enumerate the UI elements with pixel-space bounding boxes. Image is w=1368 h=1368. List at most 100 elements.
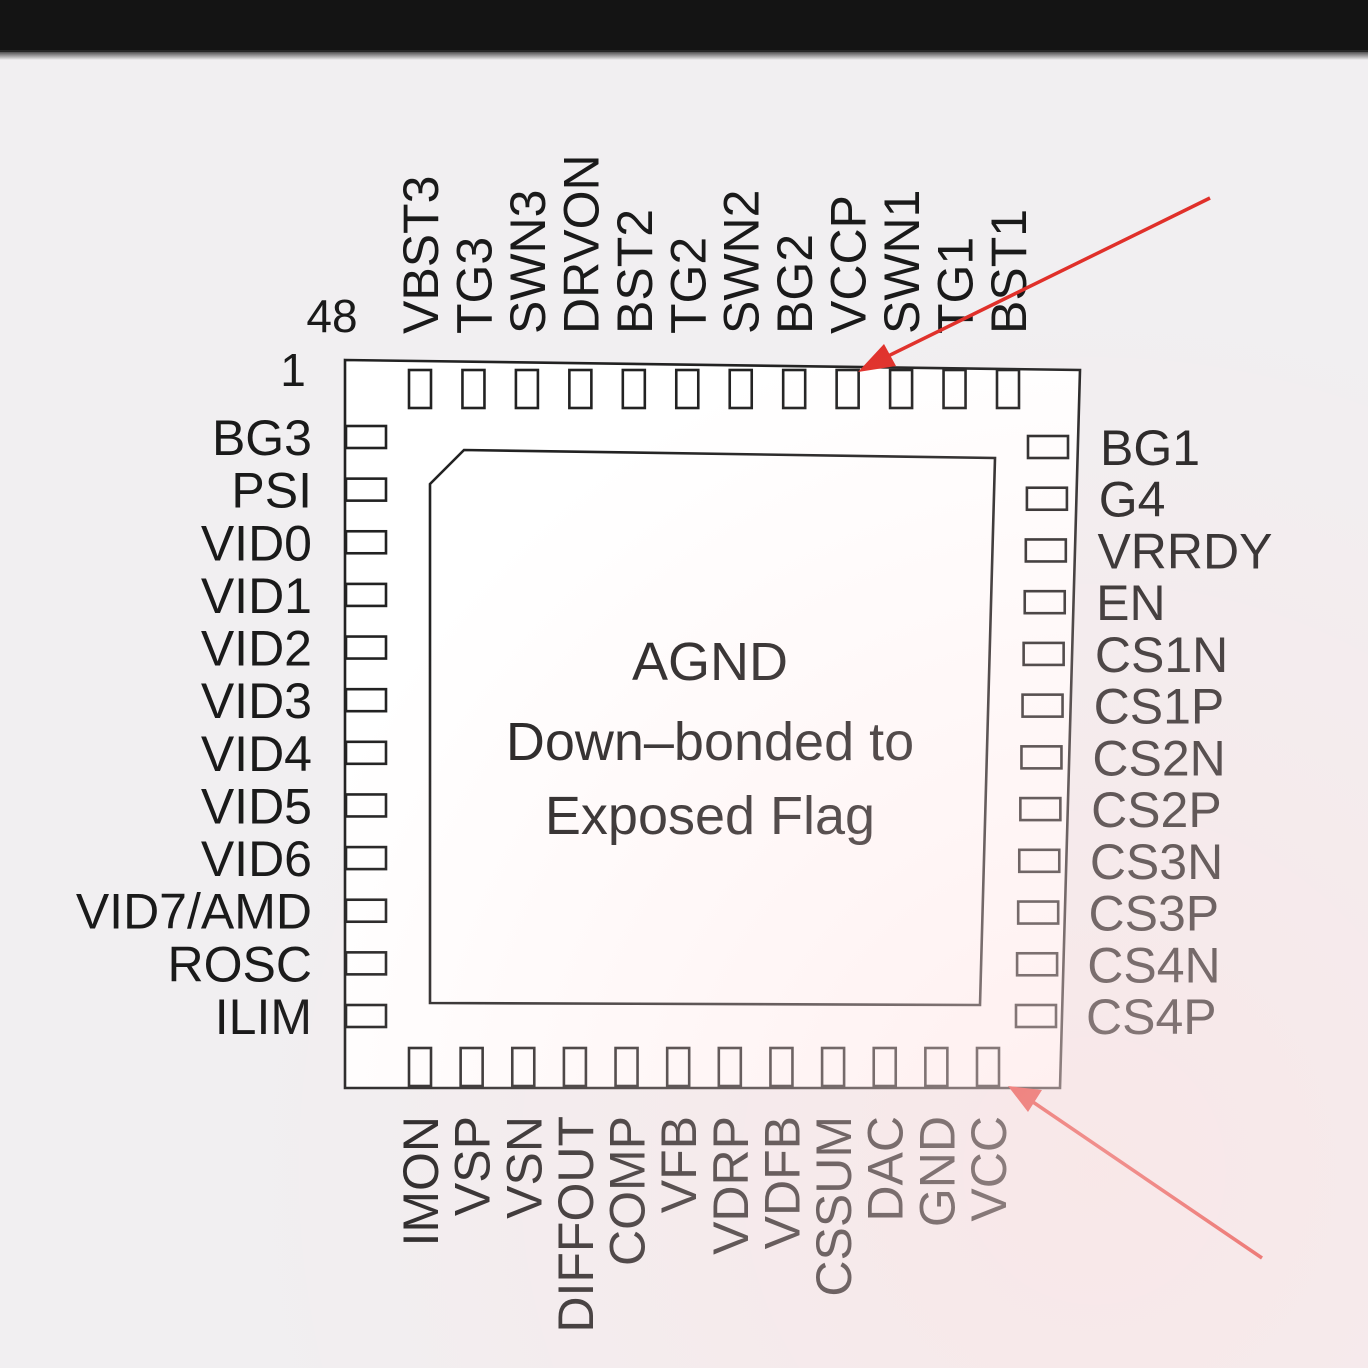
pin-label-rosc: ROSC [168, 936, 312, 992]
pin-label-vdrp: VDRP [703, 1116, 759, 1255]
center-pad-line2: Down–bonded to [506, 712, 914, 772]
pad-bottom-vsp [459, 1046, 484, 1088]
pin-label-vrrdy: VRRDY [1097, 523, 1272, 579]
pin-label-g4: G4 [1099, 472, 1166, 528]
center-pad-title: AGND [632, 632, 788, 692]
pad-bottom-cssum [820, 1046, 846, 1088]
pin-label-vid3: VID3 [201, 673, 312, 729]
pad-left-bg3 [344, 424, 388, 450]
pad-right-cs1p [1021, 693, 1064, 718]
pin-label-bg1: BG1 [1100, 420, 1200, 476]
pin-label-cs3n: CS3N [1090, 834, 1223, 890]
pad-right-cs2n [1020, 745, 1063, 770]
pad-left-vid7-amd [344, 898, 388, 924]
pad-right-cs2p [1019, 796, 1062, 822]
pin-label-vdfb: VDFB [754, 1116, 810, 1249]
pad-right-cs3p [1016, 900, 1060, 925]
pin-label-vbst3: VBST3 [393, 176, 449, 334]
pad-left-vid0 [344, 529, 388, 555]
pad-top-vbst3 [407, 368, 433, 410]
pad-top-bst1 [995, 368, 1021, 410]
pin-label-vsp: VSP [445, 1116, 501, 1216]
pin-label-ilim: ILIM [215, 989, 312, 1045]
pad-right-g4 [1025, 486, 1069, 512]
pad-top-bst2 [621, 368, 647, 410]
pad-left-vid1 [344, 582, 388, 608]
pad-left-vid2 [344, 635, 388, 660]
pin-label-vcc: VCC [961, 1116, 1017, 1222]
pin-label-cs2p: CS2P [1091, 782, 1222, 838]
pad-right-bg1 [1026, 434, 1070, 460]
pin-label-cs4n: CS4N [1087, 937, 1220, 993]
pad-top-tg2 [674, 368, 700, 410]
pin-label-psi: PSI [231, 463, 312, 519]
pin-label-dac: DAC [858, 1116, 914, 1222]
pin-label-bst2: BST2 [607, 209, 663, 334]
pad-bottom-diffout [562, 1046, 588, 1088]
pin-label-swn2: SWN2 [714, 190, 770, 334]
pin-label-vid4: VID4 [201, 726, 312, 782]
pin-label-en: EN [1096, 575, 1165, 631]
pad-right-en [1023, 589, 1067, 615]
annotation-arrow-bottom [1008, 1086, 1263, 1260]
pin-label-vsn: VSN [496, 1116, 552, 1219]
pin-label-vid7-amd: VID7/AMD [76, 884, 312, 940]
pad-top-swn1 [888, 368, 914, 410]
pin-label-vid6: VID6 [201, 831, 312, 887]
pin-label-diffout: DIFFOUT [548, 1116, 604, 1333]
pin-label-tg1: TG1 [928, 237, 984, 334]
pin-number-1: 1 [280, 344, 306, 396]
pin-label-cs4p: CS4P [1086, 989, 1217, 1045]
pad-left-ilim [344, 1003, 388, 1029]
pin-label-cs1n: CS1N [1095, 627, 1228, 683]
pad-bottom-vsn [510, 1046, 536, 1088]
pad-bottom-vcc [975, 1046, 1001, 1088]
pin-label-imon: IMON [393, 1116, 449, 1247]
pin-label-vid1: VID1 [201, 568, 312, 624]
pad-top-tg3 [461, 368, 486, 410]
pad-left-psi [344, 477, 388, 502]
pad-top-vccp [835, 368, 860, 410]
pad-left-vid6 [344, 845, 388, 871]
pin-label-vid5: VID5 [201, 778, 312, 834]
center-pad-line3: Exposed Flag [545, 786, 875, 846]
pad-bottom-gnd [924, 1046, 949, 1088]
pad-left-rosc [344, 951, 388, 976]
pad-bottom-imon [407, 1046, 433, 1088]
pin-label-tg3: TG3 [446, 237, 502, 334]
pad-bottom-vfb [665, 1046, 691, 1088]
pin-label-gnd: GND [909, 1116, 965, 1227]
pin-label-vid0: VID0 [201, 515, 312, 571]
pad-bottom-vdfb [769, 1046, 794, 1088]
pad-right-cs1n [1022, 641, 1065, 667]
pin-label-bst1: BST1 [981, 209, 1037, 334]
pin-label-swn1: SWN1 [874, 190, 930, 334]
pad-bottom-vdrp [717, 1046, 743, 1088]
pad-top-tg1 [942, 368, 967, 410]
pin-label-cs2n: CS2N [1092, 730, 1225, 786]
pad-top-bg2 [781, 368, 807, 410]
pad-bottom-dac [872, 1046, 898, 1088]
pin-label-vid2: VID2 [201, 621, 312, 677]
pin-number-48: 48 [306, 290, 357, 342]
pin-label-cs1p: CS1P [1094, 679, 1225, 735]
pin-label-cssum: CSSUM [806, 1116, 862, 1297]
pin-label-bg3: BG3 [212, 410, 312, 466]
pin-label-tg2: TG2 [660, 237, 716, 334]
pin-label-swn3: SWN3 [500, 190, 556, 334]
pin-label-drvon: DRVON [553, 154, 609, 334]
pad-left-vid5 [344, 793, 388, 818]
pad-bottom-comp [614, 1046, 639, 1088]
pin-label-vfb: VFB [651, 1116, 707, 1213]
pad-right-cs4n [1015, 951, 1059, 977]
pad-right-cs4p [1014, 1003, 1058, 1029]
pad-left-vid3 [344, 687, 388, 713]
pin-label-bg2: BG2 [767, 234, 823, 334]
pin-label-cs3p: CS3P [1089, 886, 1220, 942]
pad-right-vrrdy [1024, 538, 1068, 563]
pin-label-comp: COMP [600, 1116, 656, 1266]
pad-top-drvon [568, 368, 593, 410]
pin-label-vccp: VCCP [821, 195, 877, 334]
pad-top-swn3 [514, 368, 540, 410]
